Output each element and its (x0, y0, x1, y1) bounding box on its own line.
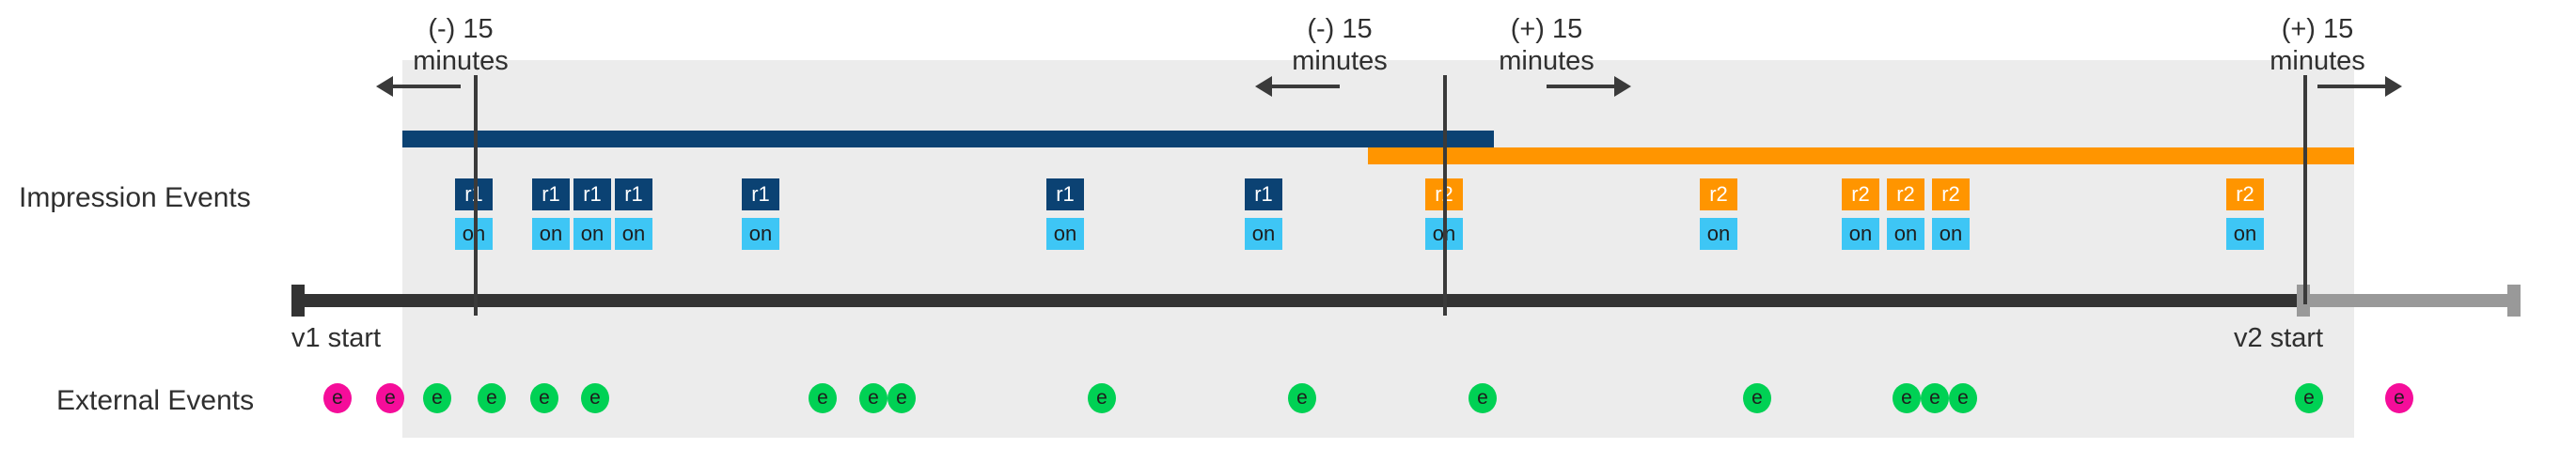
external-event-dot: e (1949, 383, 1977, 413)
callout-arrow-arm-v2-start-minus (1272, 85, 1340, 88)
axis-cap-v2-end-cap (2507, 285, 2521, 317)
external-event-dot: e (478, 383, 506, 413)
impression-state-chip: on (2226, 218, 2264, 250)
impression-release-chip: r1 (742, 178, 779, 210)
external-event-dot: e (423, 383, 451, 413)
callout-arrow-head-v1-start-minus (376, 76, 393, 97)
external-events-row-label: External Events (56, 385, 255, 416)
axis-marker-v2-start-marker (1443, 75, 1447, 316)
callout-arrow-head-v2-start-minus (1255, 76, 1272, 97)
external-event-dot: e (1893, 383, 1921, 413)
impression-release-chip: r2 (1842, 178, 1879, 210)
external-event-dot: e (859, 383, 887, 413)
callout-arrow-arm-v2-end-plus (2317, 85, 2385, 88)
external-event-dot: e (323, 383, 352, 413)
axis-cap-v1-start-cap (291, 285, 305, 317)
impression-state-chip: on (742, 218, 779, 250)
external-event-dot: e (2295, 383, 2323, 413)
impression-release-chip: r2 (2226, 178, 2264, 210)
impression-state-chip: on (1245, 218, 1282, 250)
external-event-dot: e (1921, 383, 1949, 413)
callout-label-v1-start-minus: (-) 15 minutes (413, 14, 509, 76)
callout-arrow-head-v2-end-plus (2385, 76, 2402, 97)
impression-release-chip: r2 (1700, 178, 1737, 210)
time-axis-segment-v2 (2303, 294, 2521, 307)
v1-start-label: v1 start (291, 323, 382, 353)
external-event-dot: e (376, 383, 404, 413)
impression-release-chip: r1 (615, 178, 652, 210)
callout-label-v2-end-plus: (+) 15 minutes (2270, 14, 2365, 76)
impression-release-chip: r1 (1245, 178, 1282, 210)
external-event-dot: e (530, 383, 558, 413)
impression-state-chip: on (1700, 218, 1737, 250)
impression-state-chip: on (615, 218, 652, 250)
callout-arrow-arm-v1-start-minus (393, 85, 461, 88)
version-span-v2 (1368, 147, 2354, 164)
axis-marker-v2-end-marker (2303, 75, 2307, 304)
impression-state-chip: on (1842, 218, 1879, 250)
impression-release-chip: r1 (573, 178, 611, 210)
callout-arrow-head-v2-start-plus (1614, 76, 1631, 97)
impression-state-chip: on (1932, 218, 1970, 250)
v2-start-label: v2 start (2234, 323, 2324, 353)
impression-state-chip: on (1046, 218, 1084, 250)
impression-state-chip: on (573, 218, 611, 250)
time-axis-segment-v1 (291, 294, 2303, 307)
impression-release-chip: r1 (532, 178, 570, 210)
external-event-dot: e (887, 383, 916, 413)
impression-release-chip: r2 (1887, 178, 1924, 210)
axis-marker-v1-start-marker (474, 75, 478, 316)
external-event-dot: e (1743, 383, 1771, 413)
callout-arrow-arm-v2-start-plus (1547, 85, 1614, 88)
impression-release-chip: r1 (1046, 178, 1084, 210)
timeline-shaded-band (402, 60, 2354, 438)
external-event-dot: e (1088, 383, 1116, 413)
impression-events-row-label: Impression Events (19, 182, 251, 213)
impression-release-chip: r2 (1932, 178, 1970, 210)
impression-state-chip: on (1887, 218, 1924, 250)
external-event-dot: e (809, 383, 837, 413)
external-event-dot: e (1288, 383, 1316, 413)
external-event-dot: e (1469, 383, 1497, 413)
impression-state-chip: on (532, 218, 570, 250)
callout-label-v2-start-minus: (-) 15 minutes (1292, 14, 1388, 76)
external-event-dot: e (2385, 383, 2413, 413)
external-event-dot: e (581, 383, 609, 413)
callout-label-v2-start-plus: (+) 15 minutes (1499, 14, 1594, 76)
version-span-v1 (402, 131, 1494, 147)
